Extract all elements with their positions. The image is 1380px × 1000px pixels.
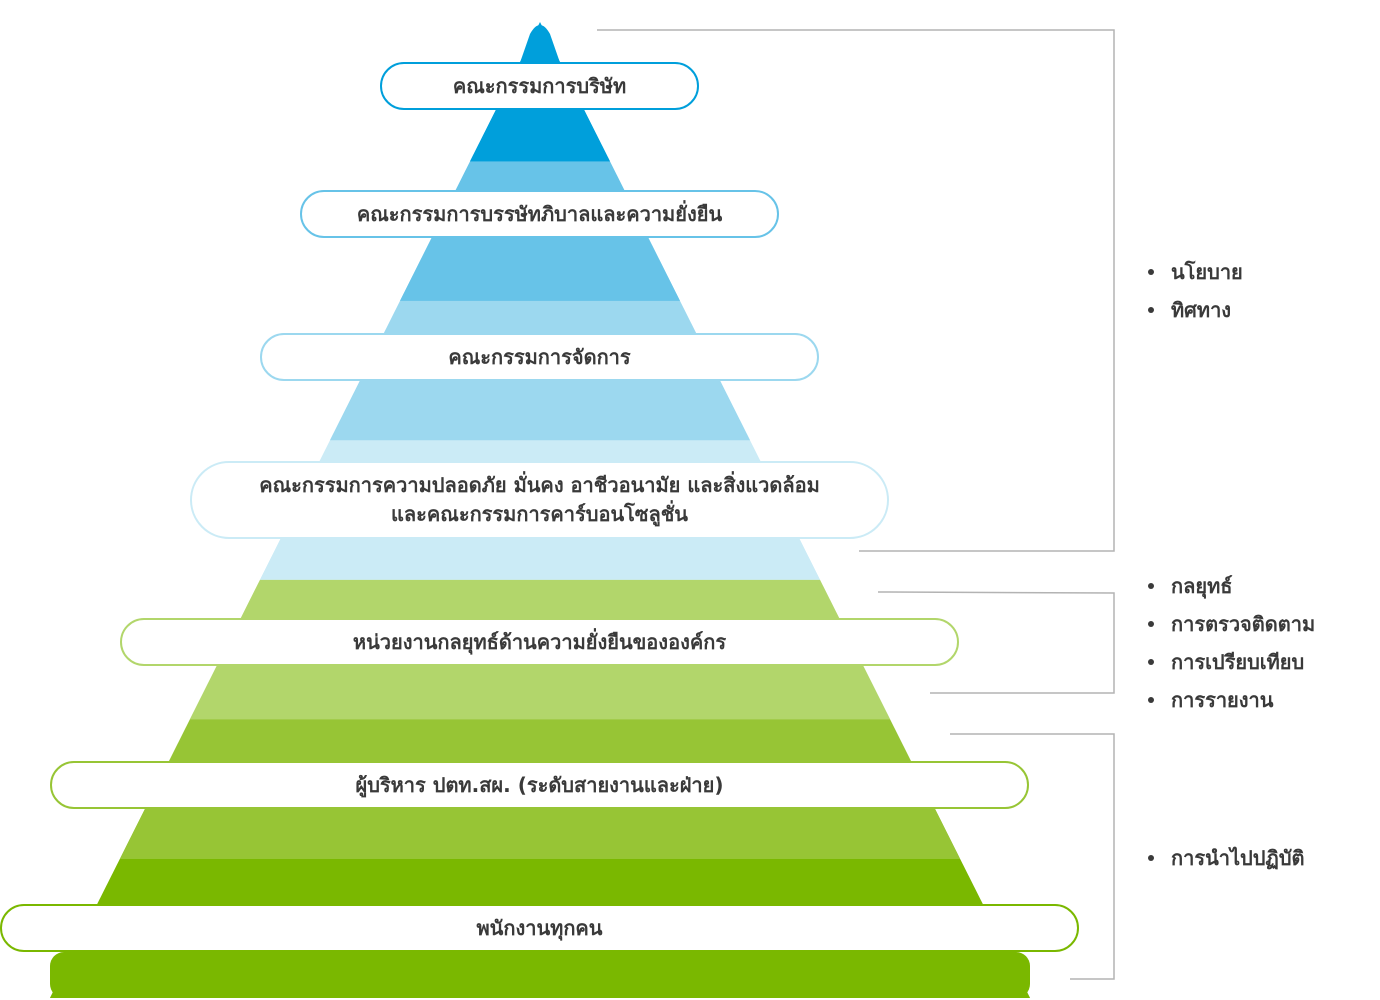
level-employees: พนักงานทุกคน (0, 904, 1079, 952)
pyramid-band-shade (120, 795, 960, 859)
level-strategy-unit-label: หน่วยงานกลยุทธ์ด้านความยั่งยืนขององค์กร (352, 629, 727, 654)
level-executives-label: ผู้บริหาร ปตท.สผ. (ระดับสายงานและฝ่าย) (355, 772, 724, 797)
bullet-item: การนำไปปฏิบัติ (1144, 839, 1305, 877)
level-ssh-committee: คณะกรรมการความปลอดภัย มั่นคง อาชีวอนามัย… (190, 461, 889, 539)
level-strategy-unit: หน่วยงานกลยุทธ์ด้านความยั่งยืนขององค์กร (120, 618, 959, 666)
bullet-item: การรายงาน (1144, 681, 1315, 719)
pyramid-band-shade (470, 98, 610, 162)
strategy-bullets: กลยุทธ์ การตรวจติดตาม การเปรียบเทียบ การ… (1144, 567, 1315, 719)
implementation-bracket (950, 733, 1115, 980)
pyramid-apex (520, 25, 560, 60)
level-board: คณะกรรมการบริษัท (380, 62, 699, 110)
policy-bracket (597, 29, 1115, 552)
level-ssh-committee-line2: และคณะกรรมการคาร์บอนโซลูชั่น (391, 502, 688, 526)
bullet-item: นโยบาย (1144, 253, 1243, 291)
level-employees-label: พนักงานทุกคน (476, 915, 603, 940)
level-ssh-committee-line1: คณะกรรมการความปลอดภัย มั่นคง อาชีวอนามัย… (259, 473, 820, 497)
pyramid-band-shade (190, 656, 890, 720)
pyramid-base (50, 952, 1030, 998)
level-cg-committee-label: คณะกรรมการบรรษัทภิบาลและความยั่งยืน (356, 201, 723, 226)
bullet-item: ทิศทาง (1144, 291, 1243, 329)
strategy-bracket (877, 591, 1115, 694)
level-management-committee: คณะกรรมการจัดการ (260, 333, 819, 381)
level-executives: ผู้บริหาร ปตท.สผ. (ระดับสายงานและฝ่าย) (50, 761, 1029, 809)
policy-bullets: นโยบาย ทิศทาง (1144, 253, 1243, 329)
bullet-item: กลยุทธ์ (1144, 567, 1315, 605)
implementation-bullets: การนำไปปฏิบัติ (1144, 839, 1305, 877)
level-board-label: คณะกรรมการบริษัท (452, 73, 627, 98)
pyramid-band-shade (400, 238, 680, 301)
level-management-committee-label: คณะกรรมการจัดการ (448, 344, 631, 369)
bullet-item: การตรวจติดตาม (1144, 605, 1315, 643)
pyramid-band-shade (330, 377, 750, 441)
level-cg-committee: คณะกรรมการบรรษัทภิบาลและความยั่งยืน (300, 190, 779, 238)
bullet-item: การเปรียบเทียบ (1144, 643, 1315, 681)
